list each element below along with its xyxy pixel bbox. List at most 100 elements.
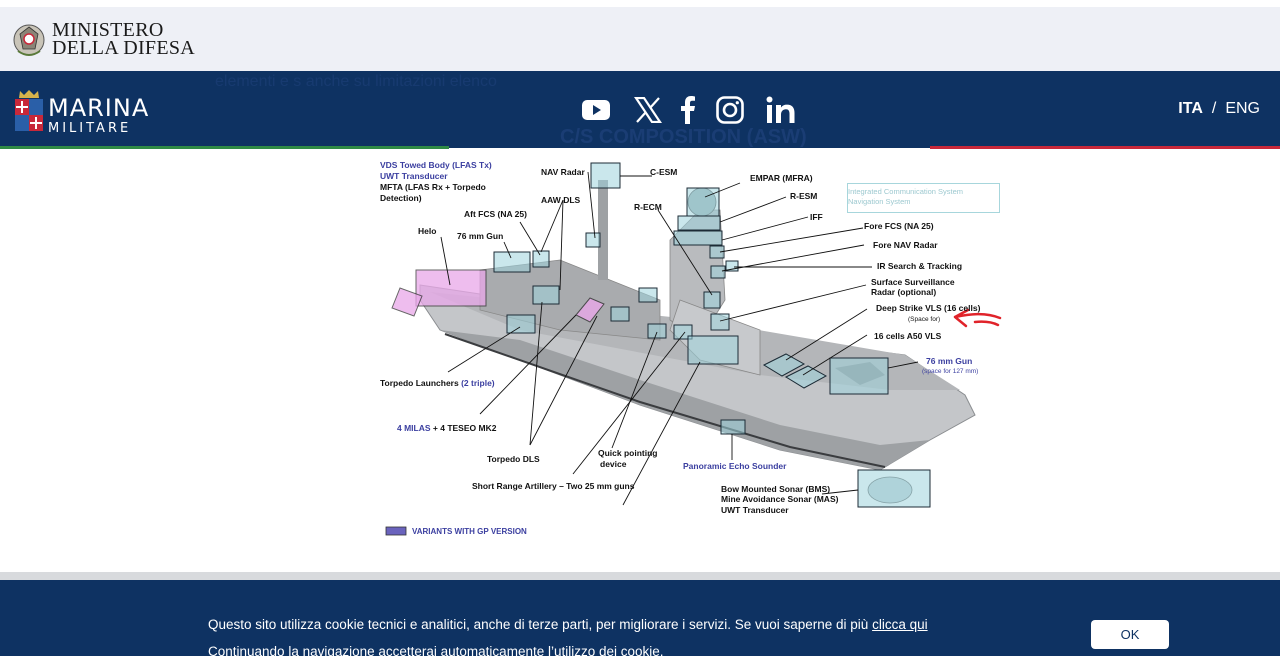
red-annotation-arrow	[953, 308, 1002, 328]
box-aaw-dls	[532, 250, 550, 268]
box-25mm-a	[647, 323, 667, 339]
aft-mast	[598, 180, 608, 280]
label-fore-fcs: Fore FCS (NA 25)	[864, 221, 934, 231]
cookie-text: Questo sito utilizza cookie tecnici e an…	[208, 611, 928, 665]
label-surface-1: Surface Surveillance	[871, 277, 955, 287]
ship-hull-lower	[440, 330, 930, 470]
label-empar: EMPAR (MFRA)	[750, 173, 813, 183]
box-torpedo-launchers	[506, 314, 536, 334]
variant-box-milas	[575, 297, 605, 323]
language-switcher: ITA / ENG	[1178, 100, 1260, 118]
lang-ita[interactable]: ITA	[1178, 100, 1203, 117]
label-integ-2: Navigation System	[848, 197, 911, 206]
ministry-title-line2: DELLA DIFESA	[52, 37, 196, 59]
box-c-esm	[590, 162, 621, 189]
box-gun-fore	[829, 357, 889, 395]
x-link	[634, 93, 662, 127]
label-76mm-aft: 76 mm Gun	[457, 231, 504, 241]
integrated-comm-box: Integrated Communication System Navigati…	[847, 183, 1000, 213]
variant-box-helo	[415, 269, 487, 307]
label-irst: IR Search & Tracking	[877, 261, 963, 271]
x-icon[interactable]	[634, 97, 662, 123]
ministry-title[interactable]: MINISTERO DELLA DIFESA	[52, 19, 196, 59]
background-ghost-title: C/S COMPOSITION (ASW)	[560, 126, 807, 148]
label-quick-2: device	[600, 459, 627, 469]
label-vds: VDS Towed Body (LFAS Tx)	[380, 160, 492, 170]
label-aaw-dls: AAW DLS	[541, 195, 581, 205]
box-qpd	[610, 306, 630, 322]
marina-logo-text[interactable]: MARINA MILITARE	[48, 96, 149, 136]
instagram-icon[interactable]	[716, 96, 744, 124]
cookie-line-2: Continuando la navigazione accetterai au…	[208, 644, 664, 659]
box-aft-fcs	[493, 251, 531, 273]
label-teseo: + 4 TESEO MK2	[432, 423, 497, 433]
box-fore-nav	[710, 265, 726, 279]
cookie-ok-button[interactable]: OK	[1091, 620, 1169, 649]
page-divider	[0, 572, 1280, 580]
instagram-link	[716, 93, 744, 127]
label-mfta-1: MFTA (LFAS Rx + Torpedo	[380, 182, 486, 192]
militare-title: MILITARE	[48, 121, 132, 136]
label-nav-radar: NAV Radar	[541, 167, 585, 177]
ministry-title-line1: MINISTERO	[52, 19, 164, 41]
box-a50	[784, 365, 828, 389]
social-links	[582, 93, 610, 127]
label-uwt-bow: UWT Transducer	[721, 505, 789, 515]
label-integ-1: Integrated Communication System	[848, 187, 964, 196]
label-quick-1: Quick pointing	[598, 448, 658, 458]
label-echo: Panoramic Echo Sounder	[683, 461, 787, 471]
cookie-line-1-text: Questo sito utilizza cookie tecnici e an…	[208, 617, 873, 632]
label-c-esm: C-ESM	[650, 167, 678, 177]
label-iff: IFF	[810, 212, 823, 222]
label-aft-fcs: Aft FCS (NA 25)	[464, 209, 527, 219]
leader-lines	[440, 171, 919, 506]
label-fore-nav: Fore NAV Radar	[873, 240, 938, 250]
linkedin-icon[interactable]	[766, 96, 796, 124]
cookie-line-1: Questo sito utilizza cookie tecnici e an…	[208, 611, 928, 638]
label-uwt: UWT Transducer	[380, 171, 448, 181]
label-a50: 16 cells A50 VLS	[874, 331, 942, 341]
youtube-icon[interactable]	[582, 100, 610, 120]
box-deep-strike	[762, 353, 806, 377]
box-nav-radar	[585, 232, 601, 248]
label-r-ecm: R-ECM	[634, 202, 662, 212]
label-torpedo-dls: Torpedo DLS	[487, 454, 540, 464]
label-torpedo-launchers: Torpedo Launchers (2 triple)	[380, 378, 495, 388]
label-mfta-2: Detection)	[380, 193, 422, 203]
marina-crest-icon[interactable]	[12, 89, 46, 133]
box-iff	[673, 230, 723, 246]
box-bridge-radar	[710, 313, 730, 331]
box-irst	[725, 260, 739, 272]
flag-stripe-red	[930, 146, 1280, 149]
label-space-for: (Space for)	[908, 316, 941, 323]
republic-emblem-icon[interactable]	[12, 21, 46, 59]
ship-waterline	[444, 333, 886, 468]
background-ghost-text: elementi e s anche su limitazioni elenco	[215, 73, 497, 90]
box-r-ecm	[638, 287, 658, 303]
facebook-link	[680, 93, 696, 127]
box-surface-radar	[703, 291, 721, 309]
label-torpedo-launchers-text: Torpedo Launchers	[380, 378, 459, 388]
label-bms: Bow Mounted Sonar (BMS)	[721, 484, 831, 494]
marina-header: MARINA MILITARE ITA / ENG	[0, 71, 1280, 148]
lang-eng[interactable]: ENG	[1225, 100, 1260, 117]
legend-label: VARIANTS WITH GP VERSION	[412, 527, 527, 536]
ship-diagram	[385, 162, 1002, 536]
cookie-info-link[interactable]: clicca qui	[872, 617, 928, 632]
variant-box-helo-deck	[391, 287, 423, 317]
label-helo: Helo	[418, 226, 437, 236]
box-bms	[857, 469, 931, 508]
facebook-icon[interactable]	[680, 96, 696, 124]
label-r-esm: R-ESM	[790, 191, 818, 201]
label-short-range: Short Range Artillery – Two 25 mm guns	[472, 481, 635, 491]
label-76mm-fore-note: (space for 127 mm)	[922, 368, 979, 375]
lang-separator: /	[1211, 100, 1217, 117]
box-fore-fcs	[709, 245, 725, 259]
linkedin-link	[766, 93, 796, 127]
label-torpedo-launchers-note: (2 triple)	[461, 378, 495, 388]
cookie-banner: Questo sito utilizza cookie tecnici e an…	[0, 580, 1280, 659]
label-76mm-fore: 76 mm Gun	[926, 356, 973, 366]
legend-swatch	[385, 526, 407, 536]
box-r-esm	[677, 215, 721, 231]
box-central	[687, 335, 739, 365]
